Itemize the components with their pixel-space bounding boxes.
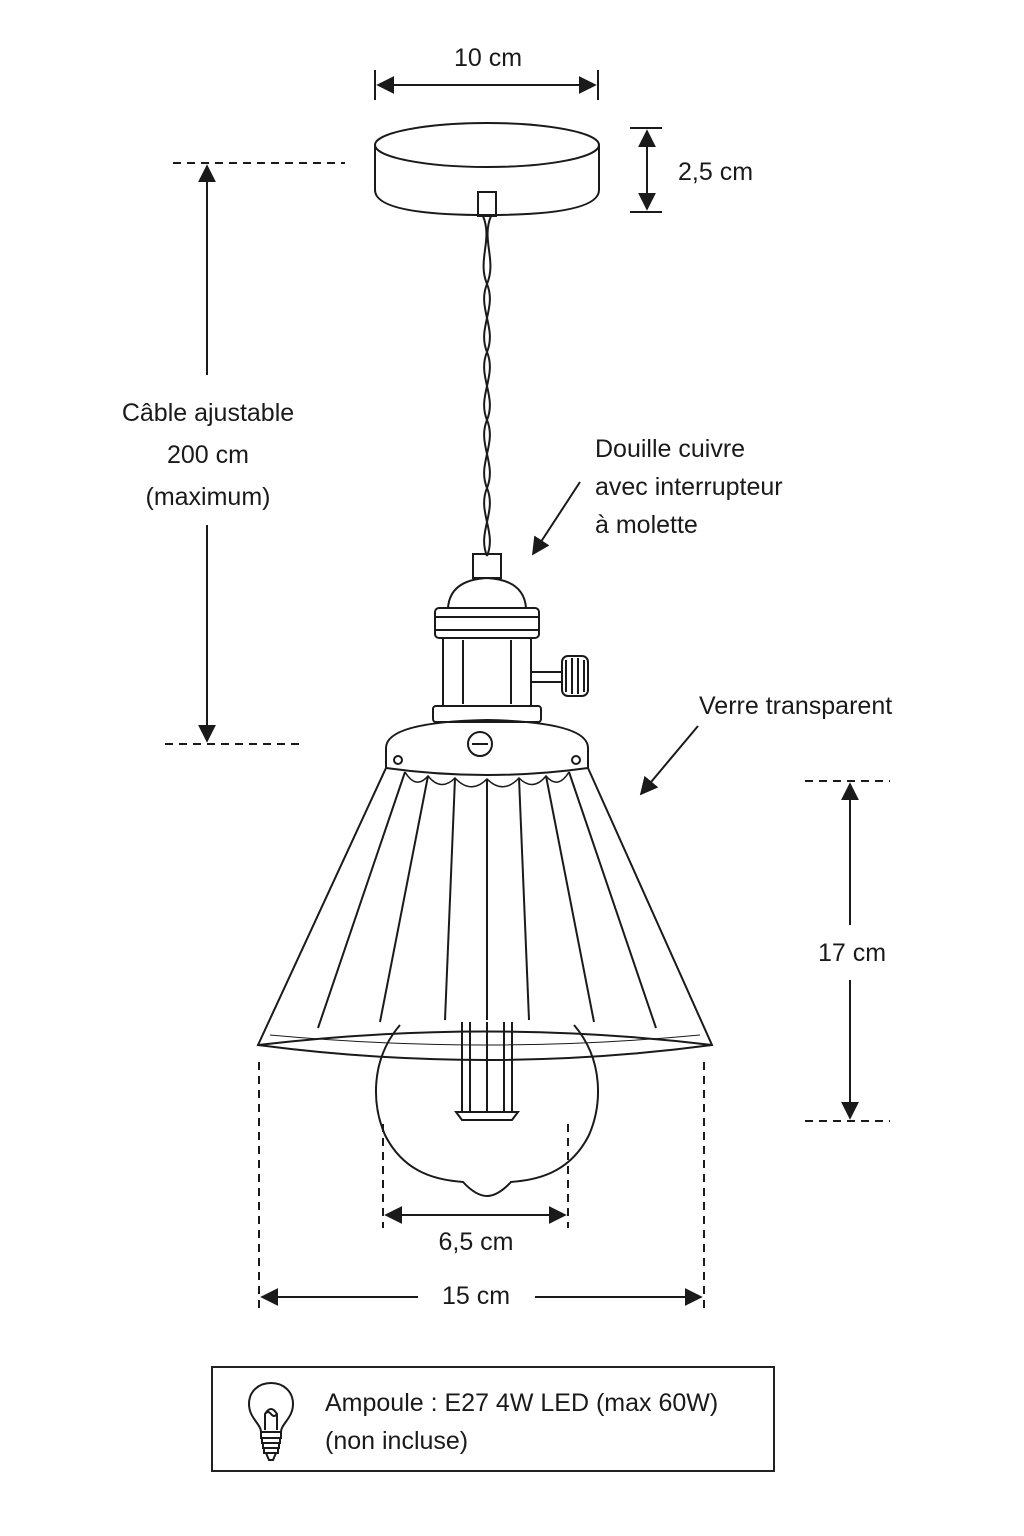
socket-leader-arrow	[532, 481, 581, 556]
twisted-cable	[482, 215, 492, 557]
ceiling-canopy	[374, 122, 600, 217]
glass-shade	[256, 767, 714, 1061]
socket-callout-line3: à molette	[595, 511, 698, 539]
socket-callout-line1: Douille cuivre	[595, 435, 746, 463]
socket-callout-line2: avec interrupteur	[595, 473, 783, 501]
shade-collar	[385, 718, 589, 776]
bulb-note-text: Ampoule : E27 4W LED (max 60W) (non incl…	[325, 1384, 718, 1460]
cable-length-dimension	[165, 162, 345, 745]
glass-callout: Verre transparent	[699, 692, 893, 720]
shade-height-label: 17 cm	[817, 939, 887, 967]
light-bulb-icon	[247, 1381, 295, 1461]
bulb-width-label: 6,5 cm	[438, 1228, 514, 1256]
cable-label-line3: (maximum)	[145, 483, 271, 511]
canopy-width-dimension	[374, 70, 599, 100]
cable-label-line2: 200 cm	[167, 441, 249, 469]
canopy-height-label: 2,5 cm	[678, 158, 754, 186]
shade-width-dimension	[258, 1062, 705, 1310]
shade-height-dimension	[805, 780, 890, 1122]
canopy-width-label: 10 cm	[453, 44, 523, 72]
brass-socket	[432, 553, 589, 723]
canopy-height-dimension	[630, 127, 662, 213]
shade-width-label: 15 cm	[441, 1282, 511, 1310]
glass-leader-arrow	[639, 725, 699, 796]
cable-label-line1: Câble ajustable	[121, 399, 295, 427]
bulb-width-dimension	[382, 1124, 569, 1228]
socket-callout: Douille cuivre avec interrupteur à molet…	[595, 430, 783, 544]
bulb-not-included-line: (non incluse)	[325, 1427, 469, 1455]
bulb-note-box: Ampoule : E27 4W LED (max 60W) (non incl…	[211, 1366, 775, 1472]
edison-bulb	[374, 1022, 600, 1198]
cable-length-label: Câble ajustable 200 cm (maximum)	[122, 392, 294, 518]
bulb-spec-line: Ampoule : E27 4W LED (max 60W)	[325, 1389, 719, 1417]
